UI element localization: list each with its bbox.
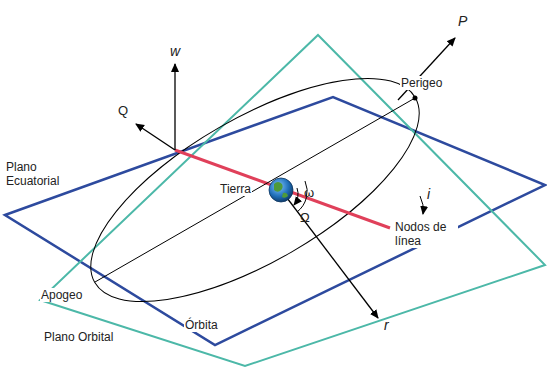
orbit-ellipse [59, 35, 451, 345]
point-name: Perigeo [400, 76, 443, 90]
axis-letter: w [170, 44, 180, 58]
axis-letter: r [384, 318, 389, 332]
q-axis [136, 124, 175, 150]
curve-name: Órbita [184, 318, 219, 332]
plane-name: Plano Orbital [44, 330, 114, 344]
w-axis [174, 64, 175, 150]
r-axis [281, 190, 378, 318]
equatorial-plane [5, 97, 545, 345]
angle-symbol: ω [304, 186, 314, 200]
earth-land [274, 182, 288, 198]
apsides-line [95, 98, 415, 282]
axis-letter: Q [118, 104, 128, 118]
orbital-plane [40, 35, 545, 366]
plane-name: Plano Ecuatorial [6, 160, 76, 188]
angle-symbol: i [427, 187, 430, 201]
p-normal [398, 38, 455, 100]
earth-globe [269, 178, 293, 202]
point-name: Apogeo [40, 288, 83, 302]
perigee-dot [413, 96, 418, 101]
omega-arc [294, 188, 298, 205]
inclination-arc [420, 196, 423, 214]
line-of-nodes [175, 150, 390, 228]
axis-letter: P [458, 14, 467, 28]
line-name: Nodos de línea [394, 220, 458, 248]
body-name: Tierra [219, 182, 252, 196]
angle-symbol: Ω [300, 211, 310, 225]
